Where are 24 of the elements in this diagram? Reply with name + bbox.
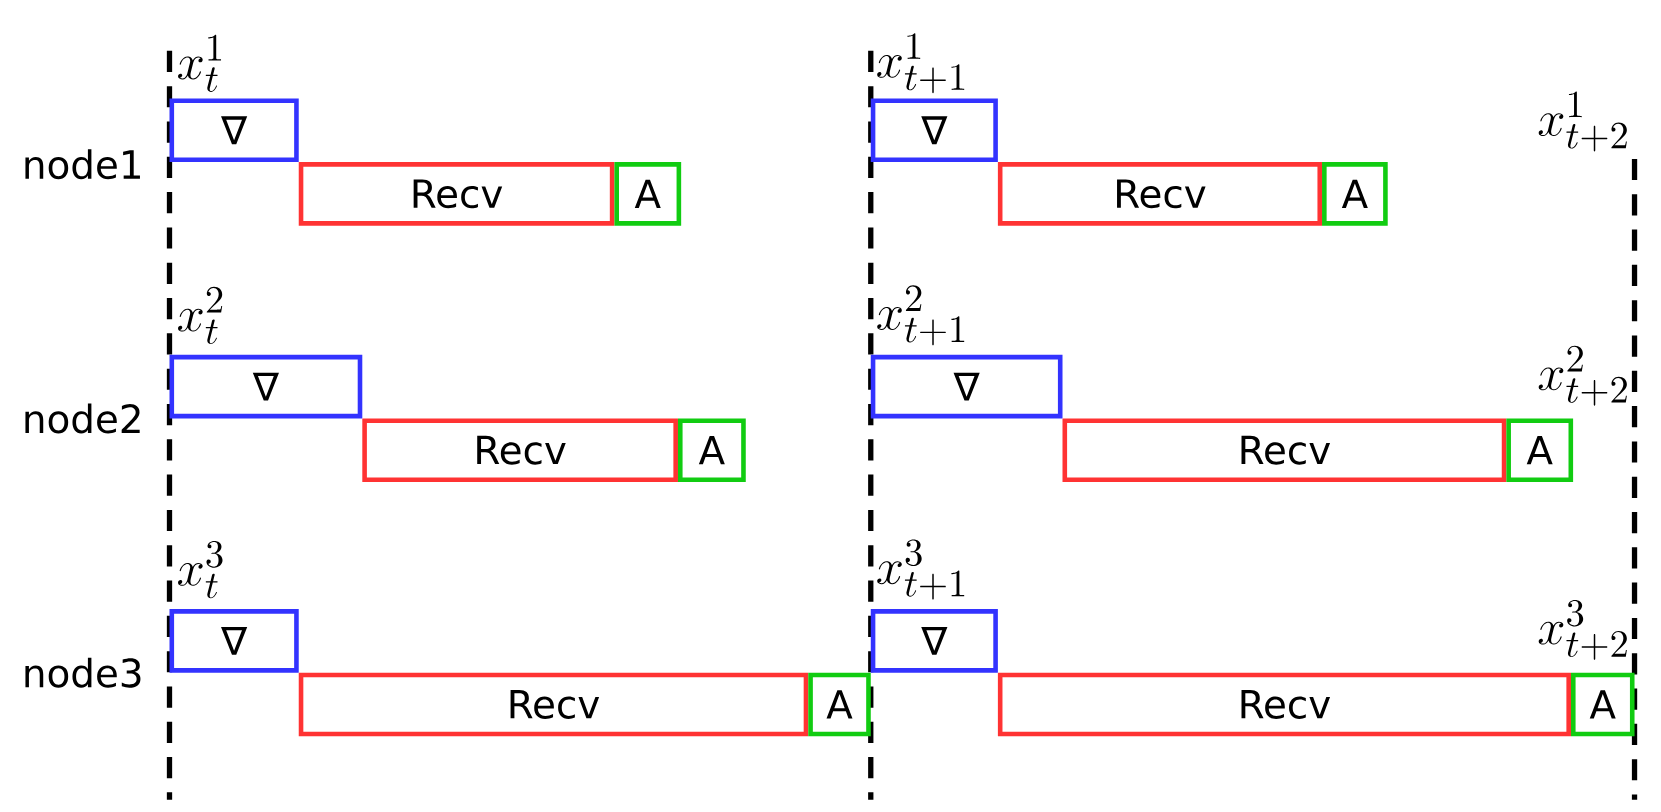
aggregate-box: A bbox=[614, 161, 682, 226]
receive-box: Recv bbox=[997, 672, 1571, 736]
receive-box: Recv bbox=[298, 161, 615, 226]
row-label: node3 bbox=[25, 657, 141, 688]
variable-label: $x^{2}_{t+2}$ bbox=[1538, 345, 1627, 406]
aggregate-box: A bbox=[677, 418, 746, 482]
variable-label: $x^{1}_{t+2}$ bbox=[1538, 91, 1627, 152]
aggregate-box: A bbox=[1322, 161, 1388, 226]
variable-label: $x^{3}_{t+2}$ bbox=[1538, 599, 1627, 660]
gradient-box: ∇ bbox=[169, 98, 299, 162]
gradient-box: ∇ bbox=[870, 608, 998, 673]
row-label: node2 bbox=[25, 403, 140, 434]
receive-box: Recv bbox=[298, 672, 809, 736]
aggregate-box: A bbox=[1506, 418, 1574, 482]
row-label: node1 bbox=[25, 148, 140, 179]
receive-box: Recv bbox=[1062, 418, 1507, 482]
gradient-box: ∇ bbox=[870, 98, 998, 162]
gradient-box: ∇ bbox=[169, 608, 299, 673]
aggregate-box: A bbox=[808, 672, 871, 736]
gradient-box: ∇ bbox=[169, 354, 363, 419]
receive-box: Recv bbox=[362, 418, 678, 482]
aggregate-box: A bbox=[1570, 672, 1635, 736]
receive-box: Recv bbox=[997, 161, 1323, 226]
gradient-box: ∇ bbox=[870, 354, 1063, 419]
